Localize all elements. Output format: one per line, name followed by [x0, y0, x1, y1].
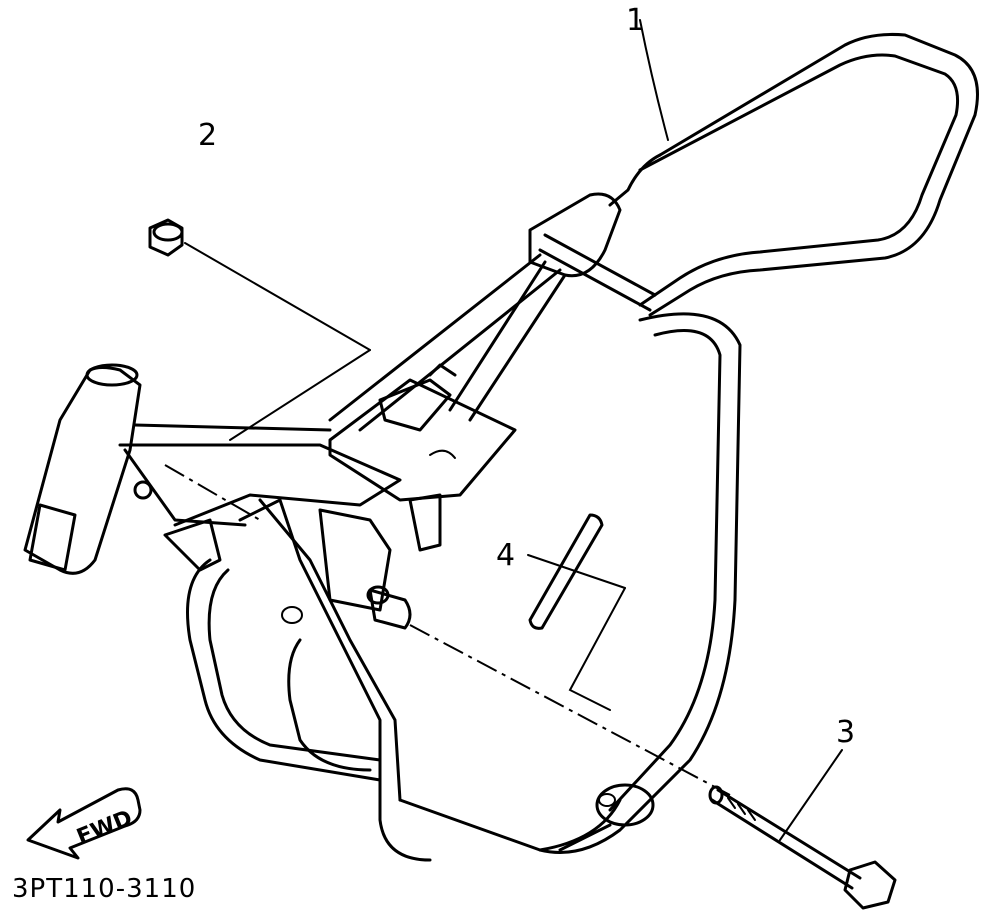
pin-part4 — [528, 513, 604, 630]
forward-arrow-icon: FWD — [26, 787, 142, 860]
forward-label: FWD — [73, 806, 136, 851]
callout-part4: 4 — [496, 538, 515, 573]
diagram-code: 3PT110-3110 — [12, 874, 197, 904]
leader-part3 — [779, 749, 843, 841]
nut-part2 — [148, 218, 184, 257]
callout-part3: 3 — [836, 715, 855, 750]
centerline-part3 — [409, 624, 731, 796]
leader-part1 — [639, 19, 669, 141]
callout-part2: 2 — [198, 118, 217, 153]
callout-part1: 1 — [626, 3, 645, 38]
centerline-part2 — [164, 464, 261, 521]
bolt-part3 — [708, 785, 897, 910]
leader-part2-b — [229, 349, 371, 441]
main-frame — [23, 33, 979, 862]
leader-part4-b — [568, 587, 626, 711]
leader-part2 — [184, 242, 371, 351]
